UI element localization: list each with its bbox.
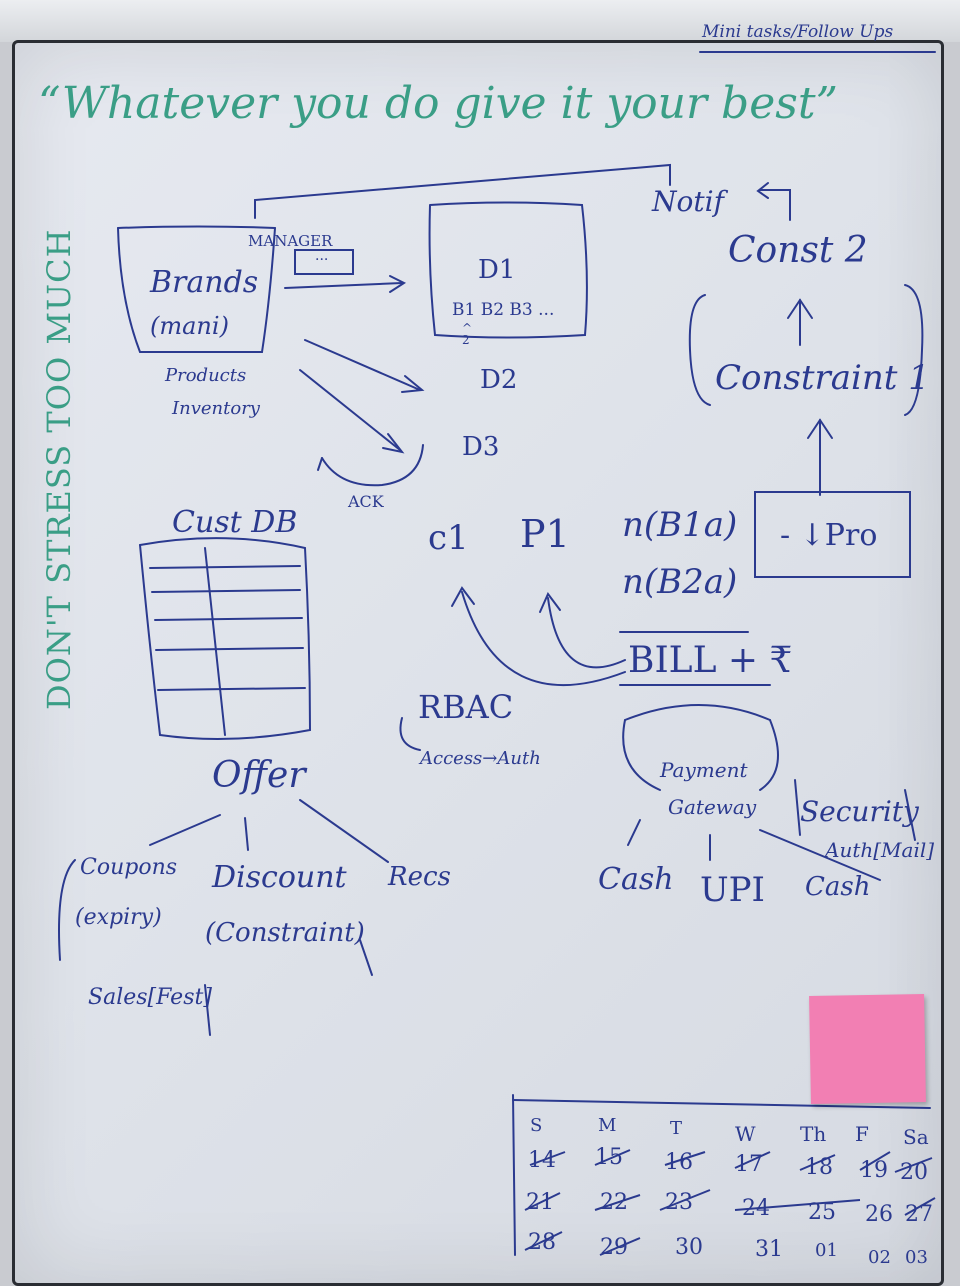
p1-label: P1: [520, 512, 570, 556]
side-text: DON'T STRESS TOO MUCH: [40, 228, 78, 710]
cal-date: 19: [860, 1158, 888, 1183]
products-label: Products: [165, 365, 247, 386]
cal-day: Sa: [903, 1125, 929, 1149]
rbac-label: RBAC: [418, 688, 514, 726]
const2-label: Const 2: [728, 230, 868, 271]
cal-date: 16: [665, 1150, 693, 1175]
d1-title: D1: [478, 255, 516, 285]
d1-items: B1 B2 B3 ...: [452, 300, 555, 320]
cal-date: 28: [528, 1230, 556, 1255]
n-b2a-label: n(B2a): [622, 562, 738, 602]
cal-day: M: [598, 1115, 617, 1136]
cal-date: 01: [815, 1240, 838, 1261]
cal-date: 03: [905, 1247, 928, 1268]
n-b1a-label: n(B1a): [622, 505, 738, 545]
upi-label: UPI: [700, 870, 765, 910]
cal-date: 24: [742, 1196, 770, 1221]
cal-day: Th: [800, 1122, 827, 1146]
auth-mail-label: Auth[Mail]: [825, 838, 935, 862]
constraint1-label: Constraint 1: [715, 358, 930, 398]
payment-label: Payment: [660, 758, 748, 782]
cal-day: S: [530, 1115, 543, 1136]
cal-date: 20: [900, 1160, 928, 1185]
cust-db-label: Cust DB: [172, 505, 298, 540]
notif-label: Notif: [652, 185, 724, 218]
cal-day: T: [670, 1118, 683, 1139]
coupons-label: Coupons: [80, 855, 178, 880]
cal-day: F: [855, 1122, 869, 1146]
brands-subtitle: (mani): [150, 312, 229, 340]
cal-date: 14: [528, 1148, 556, 1173]
recs-label: Recs: [388, 862, 451, 892]
manager-box-text: ...: [315, 248, 329, 264]
cal-date: 25: [808, 1200, 836, 1225]
cal-date: 31: [755, 1237, 783, 1262]
cal-date: 17: [735, 1152, 763, 1177]
whiteboard: [12, 40, 944, 1286]
brands-title: Brands: [150, 265, 259, 300]
sticky-note: [809, 994, 926, 1104]
gateway-label: Gateway: [668, 795, 757, 819]
d1-sub: ^ 2: [462, 321, 473, 347]
bill-label: BILL + ₹: [628, 640, 793, 681]
cal-date: 26: [865, 1202, 893, 1227]
access-auth-label: Access→Auth: [420, 748, 541, 769]
ack-label: ACK: [348, 492, 384, 511]
cal-date: 29: [600, 1235, 628, 1260]
sales-label: Sales[Fest]: [88, 985, 212, 1010]
cal-date: 18: [805, 1155, 833, 1180]
expiry-label: (expiry): [75, 905, 162, 930]
cal-day: W: [735, 1122, 756, 1146]
manager-label: MANAGER: [248, 232, 333, 250]
cal-date: 27: [905, 1202, 933, 1227]
cash2-label: Cash: [805, 872, 871, 902]
cal-date: 21: [526, 1190, 554, 1215]
corner-note: Mini tasks/Follow Ups: [702, 22, 894, 42]
d3-label: D3: [462, 432, 500, 462]
cal-date: 02: [868, 1247, 891, 1268]
cal-date: 30: [675, 1235, 703, 1260]
discount-label: Discount: [212, 860, 347, 895]
inventory-label: Inventory: [172, 398, 260, 419]
cal-date: 22: [600, 1190, 628, 1215]
cal-date: 15: [595, 1145, 623, 1170]
board-frame-top: [0, 0, 960, 42]
offer-label: Offer: [212, 755, 306, 796]
constraint-label: (Constraint): [205, 918, 365, 948]
c1-label: c1: [428, 518, 469, 558]
d2-label: D2: [480, 365, 518, 395]
cash-label: Cash: [598, 862, 674, 897]
pro-box-label: - ↓Pro: [780, 518, 878, 553]
quote: “Whatever you do give it your best”: [38, 78, 838, 129]
security-label: Security: [800, 795, 919, 828]
cal-date: 23: [665, 1190, 693, 1215]
